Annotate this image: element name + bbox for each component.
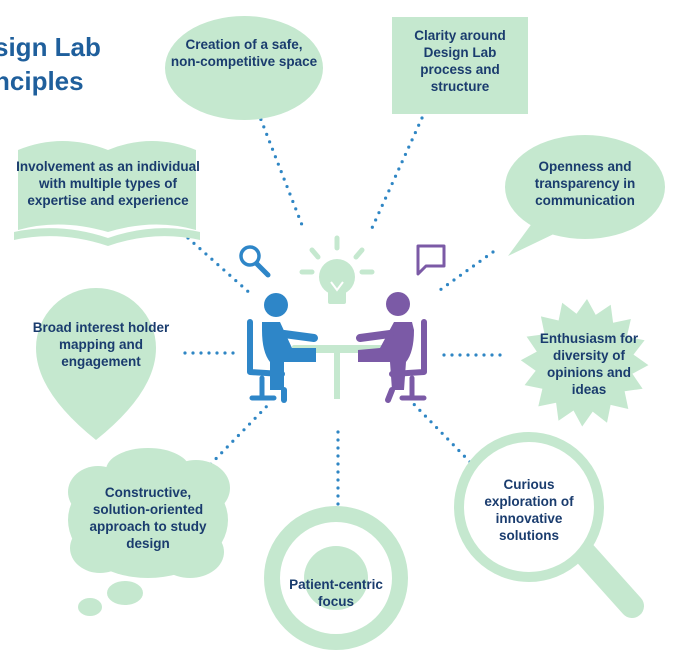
- title-line-2: nciples: [0, 66, 84, 96]
- chat-icon: [416, 244, 446, 276]
- magnifier-icon: [454, 432, 644, 618]
- search-icon: [239, 245, 271, 278]
- label-curious: Curious exploration of innovative soluti…: [484, 477, 574, 543]
- title-line-1: sign Lab: [0, 32, 101, 62]
- person-left: [247, 293, 318, 403]
- speech-bubble-icon: [505, 135, 665, 256]
- connector-clarity: [370, 116, 424, 230]
- map-pin-icon: [36, 288, 156, 440]
- label-safe-space: Creation of a safe, non-competitive spac…: [170, 37, 318, 69]
- people-at-table: [239, 235, 446, 403]
- label-constructive: Constructive, solution-oriented approach…: [89, 485, 207, 551]
- connector-safe-space: [256, 110, 304, 227]
- person-right: [356, 292, 427, 403]
- label-clarity: Clarity around Design Lab process and st…: [414, 28, 506, 94]
- book-icon: [14, 141, 200, 246]
- connector-openness: [438, 250, 495, 292]
- label-openness: Openness and transparency in communicati…: [534, 159, 636, 208]
- label-involvement: Involvement as an individual with multip…: [16, 159, 200, 208]
- connector-lines: [183, 110, 502, 522]
- thought-bubble-safe-space: [165, 16, 323, 120]
- thought-cloud-icon: [68, 448, 230, 616]
- clarity-box: [392, 17, 528, 114]
- label-enthusiasm: Enthusiasm for diversity of opinions and…: [539, 331, 639, 397]
- connector-curious: [403, 393, 472, 464]
- label-broad-interest: Broad interest holder mapping and engage…: [32, 320, 170, 369]
- starburst-icon: [520, 299, 649, 427]
- lightbulb-icon: [299, 235, 375, 304]
- connector-constructive: [203, 403, 270, 472]
- ring-icon: [264, 506, 408, 650]
- page-title: sign Lab nciples: [0, 30, 101, 98]
- label-patient-centric: Patient-centric focus: [289, 577, 383, 609]
- connector-involvement: [186, 236, 254, 297]
